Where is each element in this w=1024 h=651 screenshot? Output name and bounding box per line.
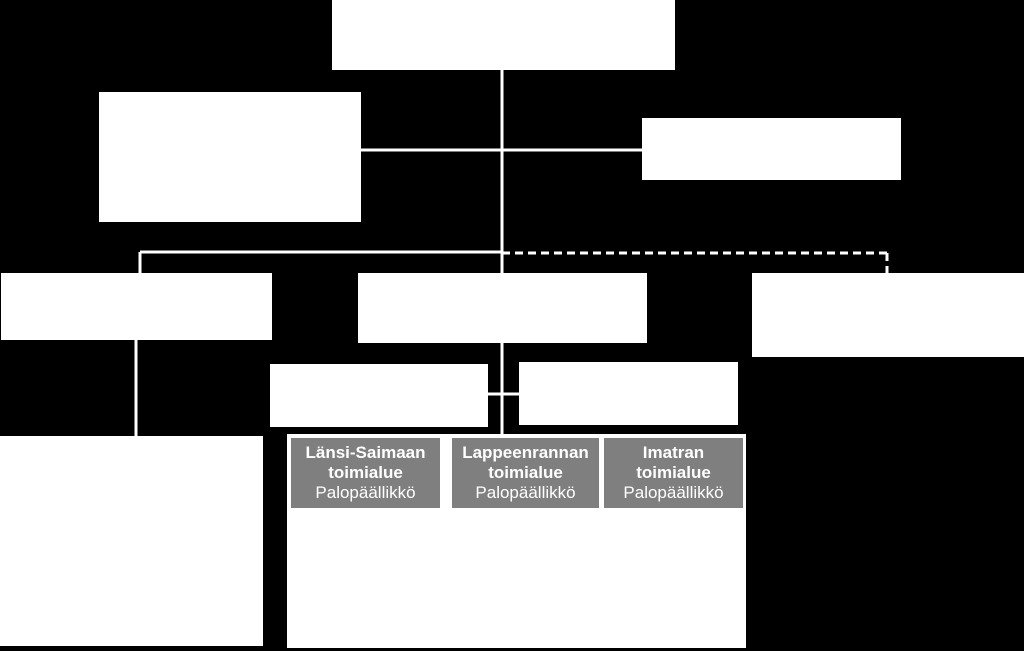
unit-role: Palopäällikkö <box>623 483 724 502</box>
branch-box-left <box>1 273 272 340</box>
top-box <box>332 0 675 70</box>
unit-name-line1: Lappeenrannan <box>462 443 589 462</box>
staff-box-right <box>642 118 901 180</box>
unit-name: Lappeenrannan toimialue <box>452 443 599 483</box>
branch-box-center <box>358 273 647 343</box>
unit-name: Imatran toimialue <box>604 443 743 483</box>
sub-staff-box-left <box>270 364 488 427</box>
sub-staff-box-right <box>519 362 738 425</box>
unit-name-line2: toimialue <box>636 463 711 482</box>
unit-role: Palopäällikkö <box>315 483 416 502</box>
unit-imatra: Imatran toimialue Palopäällikkö <box>604 438 743 508</box>
staff-box-left <box>99 92 361 222</box>
unit-name-line1: Länsi-Saimaan <box>305 443 426 462</box>
unit-lansi-saimaa: Länsi-Saimaan toimialue Palopäällikkö <box>291 438 440 508</box>
unit-name-line2: toimialue <box>488 463 563 482</box>
unit-role: Palopäällikkö <box>475 483 576 502</box>
unit-name: Länsi-Saimaan toimialue <box>291 443 440 483</box>
unit-name-line2: toimialue <box>328 463 403 482</box>
unit-name-line1: Imatran <box>642 443 705 462</box>
left-detail-box <box>0 436 263 646</box>
branch-box-right <box>752 273 1024 357</box>
unit-lappeenranta: Lappeenrannan toimialue Palopäällikkö <box>452 438 599 508</box>
